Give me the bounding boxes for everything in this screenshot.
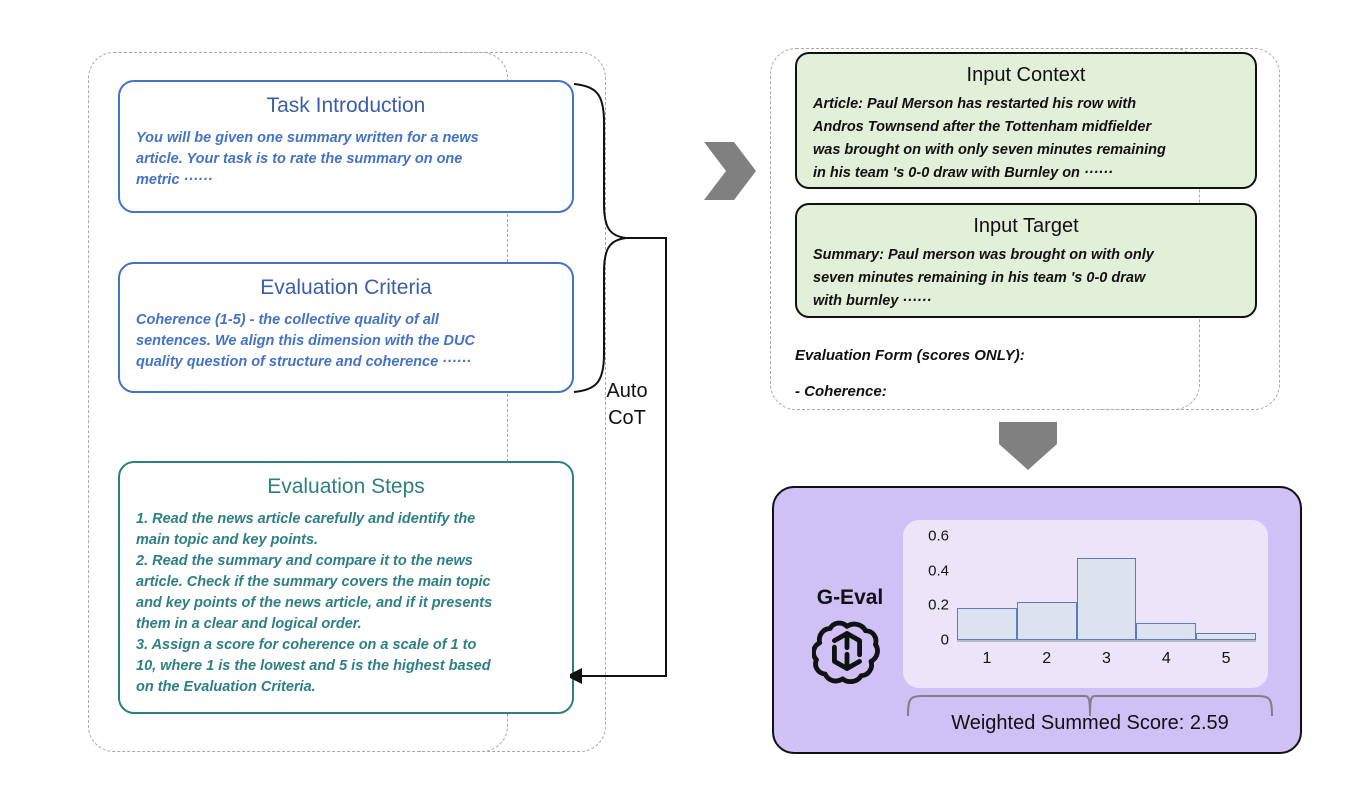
input-context-title: Input Context [966,64,1086,86]
prompt-group-container-extension [420,52,606,752]
evaluation-criteria-box[interactable]: Evaluation Criteria Coherence (1-5) - th… [118,262,574,393]
g-eval-label: G-Eval [816,586,884,609]
auto-cot-label: Auto CoT [606,380,648,429]
evaluation-steps-body: 1. Read the news article carefully and i… [136,511,493,695]
auto-cot-route-line [582,237,667,677]
chart-x-tick-label: 1 [982,650,992,667]
score-distribution-chart: 1 2 3 4 5 0 0.2 0.4 0.6 [903,520,1268,688]
evaluation-criteria-title: Evaluation Criteria [260,276,432,299]
chart-x-axis: 1 2 3 4 5 [957,650,1256,672]
chart-x-tick-label: 2 [1042,650,1052,667]
evaluation-steps-title: Evaluation Steps [267,475,425,498]
chart-y-tick-label: 0.2 [928,596,949,614]
chart-bar [1196,633,1256,640]
task-introduction-body: You will be given one summary written fo… [136,130,479,188]
evaluation-criteria-body: Coherence (1-5) - the collective quality… [136,312,475,370]
chevron-right-icon [704,142,756,200]
chart-y-tick-label: 0 [940,631,949,649]
input-group-container-extension [1100,48,1280,410]
bottom-brace-icon [907,694,1273,717]
chart-plot-area [957,536,1256,642]
input-target-box[interactable]: Input Target Summary: Paul merson was br… [795,203,1257,318]
chart-x-tick-label: 5 [1221,650,1231,667]
openai-logo-icon [812,620,880,684]
input-context-body: Article: Paul Merson has restarted his r… [813,96,1166,181]
auto-cot-connector [570,83,667,684]
task-introduction-box[interactable]: Task Introduction You will be given one … [118,80,574,213]
coherence-label: - Coherence: [795,383,887,400]
arrow-left-icon [570,668,582,684]
chart-y-tick-label: 0.6 [928,527,949,545]
prompt-group-container [88,52,508,752]
input-target-title: Input Target [973,215,1079,237]
chart-x-tick-label: 3 [1102,650,1111,667]
curly-brace-icon [573,83,627,393]
chevron-down-icon [999,422,1057,470]
chart-bar [1076,557,1137,640]
chart-y-tick-label: 0.4 [928,562,949,580]
evaluation-form-label: Evaluation Form (scores ONLY): [795,347,1025,364]
input-target-body: Summary: Paul merson was brought on with… [813,247,1154,309]
input-context-box[interactable]: Input Context Article: Paul Merson has r… [795,52,1257,189]
chart-bar [957,607,1017,640]
weighted-summed-score: Weighted Summed Score: 2.59 [951,712,1229,734]
chart-bar [1016,601,1077,640]
chart-baseline [957,640,1256,642]
chart-x-tick-label: 4 [1161,650,1171,667]
task-introduction-title: Task Introduction [266,94,426,117]
evaluation-steps-box[interactable]: Evaluation Steps 1. Read the news articl… [118,461,574,714]
chart-bar [1136,622,1197,640]
